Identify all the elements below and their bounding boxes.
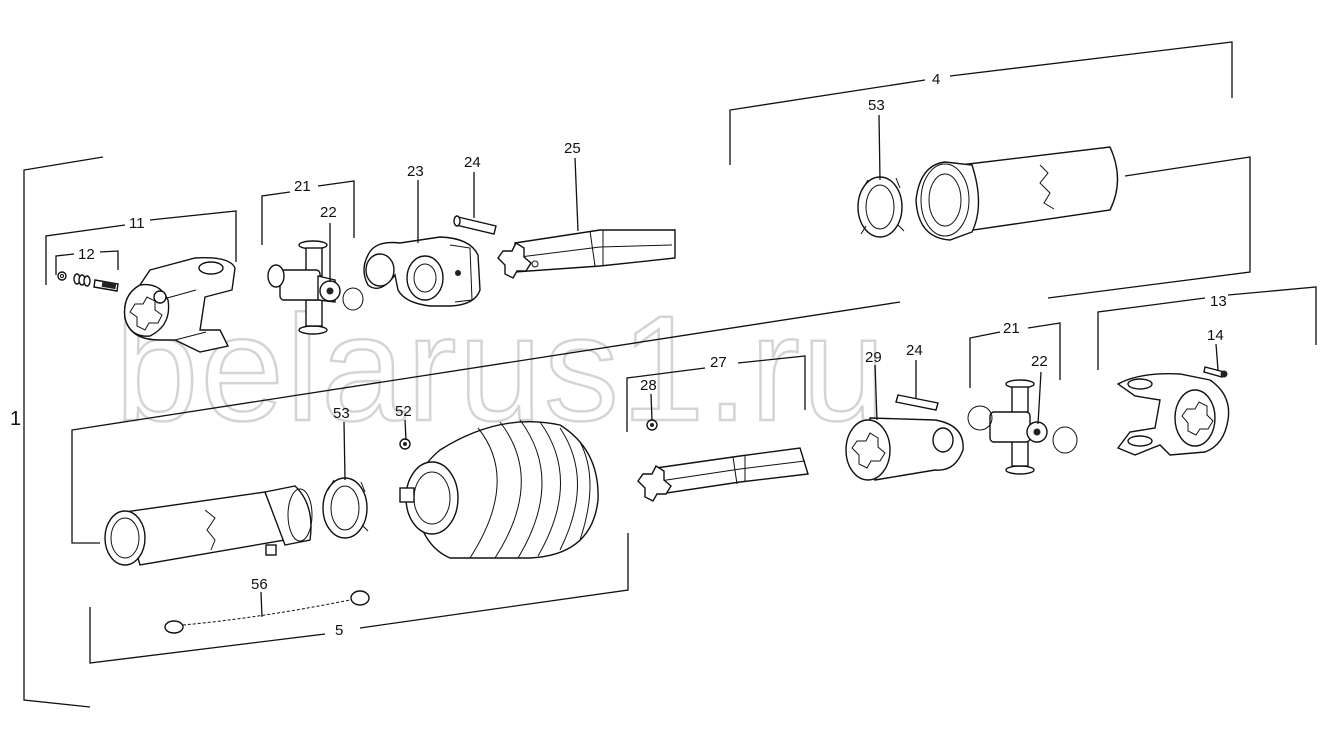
group-21-right-bracket: 21 <box>969 320 1061 388</box>
callout-23: 23 <box>407 163 424 180</box>
callout-24-upper: 24 <box>464 154 481 171</box>
yoke-13 <box>1116 373 1230 456</box>
group-12-bracket: 12 <box>55 246 119 275</box>
callout-21-left: 21 <box>294 178 311 195</box>
spring-pin-24-lower <box>895 394 939 411</box>
group-4-bracket: 4 <box>729 41 1251 299</box>
safety-chain-56 <box>164 590 370 634</box>
group-13-bracket: 13 <box>1097 286 1317 370</box>
lower-group-bracket <box>71 301 901 544</box>
group-5-bracket: 5 <box>89 533 629 664</box>
bearing-ring-53-lower <box>322 477 369 539</box>
protective-cone-boot <box>399 419 599 559</box>
grease-nipple-28 <box>646 419 658 431</box>
callout-22-right: 22 <box>1031 353 1048 370</box>
callout-5: 5 <box>335 622 343 639</box>
splined-tube-25 <box>497 229 676 279</box>
callout-1: 1 <box>10 408 21 430</box>
bearing-ring-53-upper <box>857 176 905 238</box>
guard-tube-lower <box>104 485 313 566</box>
grease-fitting-52 <box>399 438 411 450</box>
universal-joint-cross-left <box>267 240 364 335</box>
splined-tube-27 <box>637 447 809 502</box>
group-27-bracket: 27 <box>626 354 806 432</box>
guard-tube-upper <box>915 146 1119 241</box>
callout-labels: 53 22 23 24 25 14 22 24 29 28 53 52 <box>251 97 1224 618</box>
yoke-11 <box>123 257 236 353</box>
callout-14: 14 <box>1207 327 1224 344</box>
callout-21-right: 21 <box>1003 320 1020 337</box>
callout-13: 13 <box>1210 293 1227 310</box>
callout-11: 11 <box>129 215 145 232</box>
yoke-23 <box>363 236 481 307</box>
group-21-left-bracket: 21 <box>261 178 355 245</box>
callout-56: 56 <box>251 576 268 593</box>
callout-53-lower: 53 <box>333 405 350 422</box>
callout-4: 4 <box>932 71 940 88</box>
spring-pin-24-upper <box>453 215 497 235</box>
yoke-29 <box>845 417 964 481</box>
callout-29: 29 <box>865 349 882 366</box>
callout-27: 27 <box>710 354 727 371</box>
callout-22-left: 22 <box>320 204 337 221</box>
callout-25: 25 <box>564 140 581 157</box>
callout-53-upper: 53 <box>868 97 885 114</box>
assembly-bracket: 1 <box>10 156 104 708</box>
universal-joint-cross-right <box>967 379 1078 475</box>
callout-12: 12 <box>78 246 95 263</box>
callout-28: 28 <box>640 377 657 394</box>
group-11-bracket: 11 <box>45 210 237 285</box>
bolt-14 <box>1203 366 1228 378</box>
grease-nipple-set <box>57 271 119 292</box>
callout-24-lower: 24 <box>906 342 923 359</box>
callout-52: 52 <box>395 403 412 420</box>
